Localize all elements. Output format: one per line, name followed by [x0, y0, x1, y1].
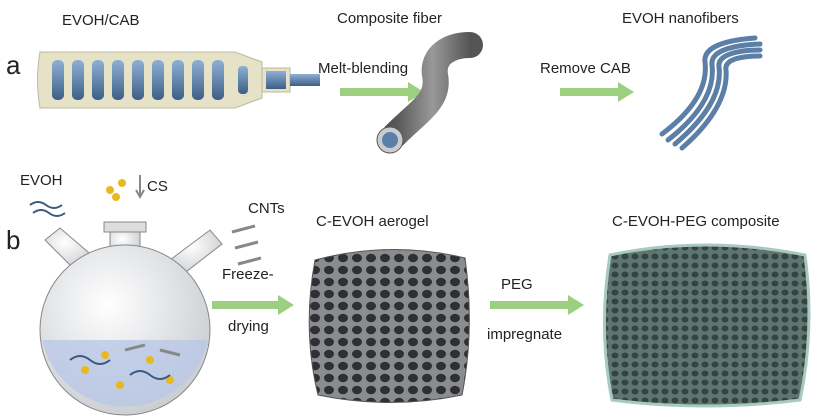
composite-fiber-label: Composite fiber	[337, 10, 443, 27]
panel-b-letter: b	[6, 225, 21, 255]
remove-cab-label: Remove CAB	[540, 60, 631, 77]
arrow-peg-impregnate	[490, 295, 584, 315]
reaction-flask	[29, 175, 262, 416]
c-evoh-peg-composite-label: C-EVOH-PEG composite	[612, 213, 780, 230]
evoh-nanofibers-label: EVOH nanofibers	[622, 10, 739, 27]
evoh-cab-preform	[37, 51, 320, 109]
evoh-cab-label: EVOH/CAB	[62, 12, 140, 29]
impregnate-label: impregnate	[487, 326, 563, 343]
cs-reagent-label: CS	[147, 178, 168, 195]
composite-fiber	[376, 32, 483, 154]
cnts-reagent-label: CNTs	[248, 200, 285, 217]
peg-label: PEG	[501, 276, 533, 293]
evoh-reagent-label: EVOH	[20, 172, 63, 189]
arrow-melt-blending	[340, 82, 424, 102]
c-evoh-aerogel-label: C-EVOH aerogel	[316, 213, 429, 230]
drying-label: drying	[228, 318, 269, 335]
freeze-label: Freeze-	[222, 266, 274, 283]
c-evoh-aerogel	[308, 248, 470, 403]
panel-a-letter: a	[6, 50, 21, 80]
c-evoh-peg-composite	[602, 243, 811, 408]
melt-blending-label: Melt-blending	[318, 60, 409, 77]
evoh-nanofibers	[659, 35, 763, 151]
arrow-remove-cab	[560, 82, 634, 102]
arrow-freeze-drying	[212, 295, 294, 315]
